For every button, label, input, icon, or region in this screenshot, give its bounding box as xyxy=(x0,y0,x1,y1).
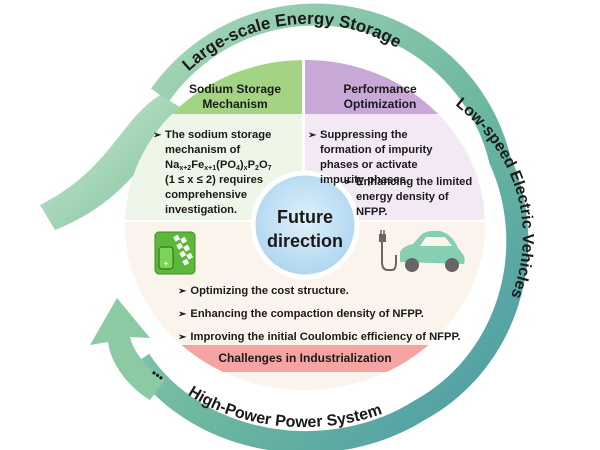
upper-tail-arrow xyxy=(40,95,185,230)
performance-title-line1: Performance xyxy=(343,82,417,96)
industry-bullet-1: ➢Optimizing the cost structure. xyxy=(178,285,349,297)
svg-text:+: + xyxy=(164,259,169,268)
bullet-arrow-icon: ➢ xyxy=(178,286,187,297)
sodium-bullet-pre: The sodium storage mechanism of xyxy=(165,129,272,156)
sodium-header: Sodium Storage Mechanism xyxy=(175,82,295,112)
center-circle xyxy=(250,170,360,280)
industry-bullet-2: ➢Enhancing the compaction density of NFP… xyxy=(178,308,424,320)
sodium-formula: Nax+2Fex+1(PO4)xP2O7 xyxy=(165,159,272,172)
bullet-arrow-icon: ➢ xyxy=(178,332,187,343)
performance-header: Performance Optimization xyxy=(320,82,440,112)
outer-ring-arc xyxy=(130,3,529,450)
performance-bullet-1: ➢ Suppressing the formation of impurity … xyxy=(308,129,433,186)
challenges-banner: Challenges in Industrialization xyxy=(218,351,392,365)
performance-title-line2: Optimization xyxy=(343,97,417,111)
electric-car-charging-icon xyxy=(379,230,465,272)
center-line1: Future xyxy=(277,207,333,227)
center-line2: direction xyxy=(266,231,343,251)
performance-bullet-2: ➢ Enhancing the limited energy density o… xyxy=(344,176,473,218)
solar-battery-icon: + xyxy=(154,231,196,275)
bullet-arrow-icon: ➢ xyxy=(308,130,317,141)
center-title: Future direction xyxy=(250,205,360,253)
sodium-bullet-post: (1 ≤ x ≤ 2) requires comprehensive inves… xyxy=(165,174,264,216)
lower-arrowhead xyxy=(90,298,165,400)
sodium-title-line1: Sodium Storage xyxy=(188,82,281,96)
sodium-bullet: ➢ The sodium storage mechanism of Nax+2F… xyxy=(153,128,290,218)
bullet-arrow-icon: ➢ xyxy=(344,177,353,188)
industry-bullet-3: ➢Improving the initial Coulombic efficie… xyxy=(178,331,461,343)
bullet-arrow-icon: ➢ xyxy=(178,309,187,320)
bullet-arrow-icon: ➢ xyxy=(153,130,162,141)
sodium-title-line2: Mechanism xyxy=(202,97,268,111)
